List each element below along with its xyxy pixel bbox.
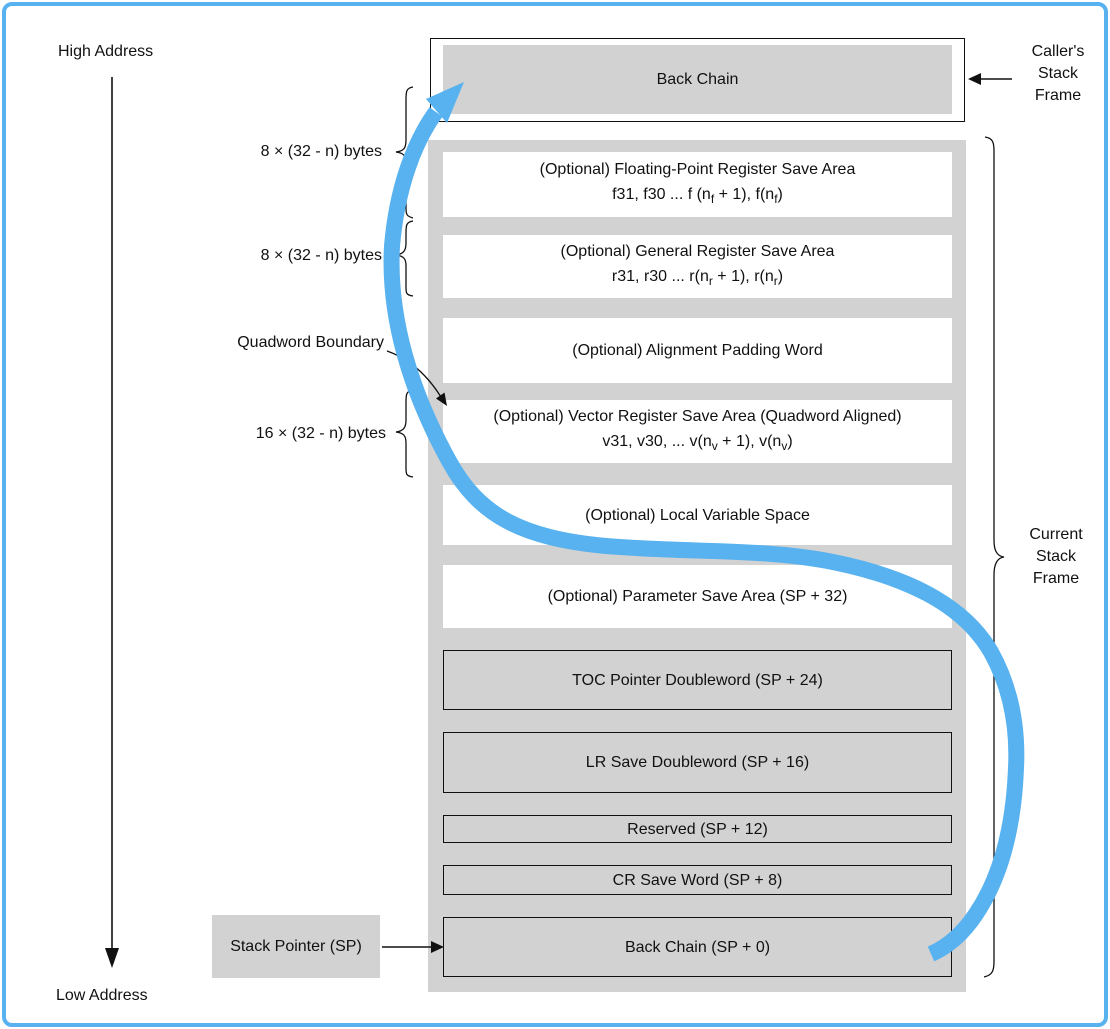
- vector-register-save-area-box: (Optional) Vector Register Save Area (Qu…: [443, 400, 952, 463]
- parameter-save-area-box: (Optional) Parameter Save Area (SP + 32): [443, 565, 952, 628]
- address-direction-arrow: [105, 77, 119, 968]
- current-frame-brace: [983, 136, 1005, 978]
- caller-back-chain-box: Back Chain: [430, 38, 965, 122]
- callers-frame-line: Frame: [1034, 87, 1082, 104]
- caller-back-chain-fill: Back Chain: [443, 45, 952, 114]
- callers-stack-frame-label: Caller's Stack Frame: [1008, 41, 1108, 107]
- quadword-boundary-label: Quadword Boundary: [237, 334, 384, 351]
- gr-size-brace: [395, 220, 414, 297]
- fp-size-brace: [395, 86, 414, 219]
- callers-frame-arrow: [968, 73, 1012, 85]
- lr-save-doubleword-box: LR Save Doubleword (SP + 16): [443, 732, 952, 793]
- current-stack-frame-label: Current Stack Frame: [1004, 524, 1108, 590]
- stack-pointer-label: Stack Pointer (SP): [230, 937, 362, 955]
- cr-save-word-title: CR Save Word (SP + 8): [612, 871, 783, 889]
- fp-save-area-size-label: 8 × (32 - n) bytes: [260, 143, 382, 160]
- callers-frame-line: Stack: [1037, 65, 1078, 82]
- current-frame-line: Current: [1029, 526, 1083, 543]
- general-register-list: r31, r30 ... r(nr + 1), r(nr): [611, 267, 784, 289]
- caller-back-chain-label: Back Chain: [656, 70, 739, 88]
- reserved-box: Reserved (SP + 12): [443, 815, 952, 843]
- high-address-label: High Address: [58, 43, 154, 60]
- toc-pointer-doubleword-box: TOC Pointer Doubleword (SP + 24): [443, 650, 952, 710]
- callers-frame-line: Caller's: [1031, 43, 1085, 60]
- reserved-title: Reserved (SP + 12): [627, 820, 768, 838]
- toc-pointer-doubleword-title: TOC Pointer Doubleword (SP + 24): [572, 671, 823, 689]
- local-variable-space-title: (Optional) Local Variable Space: [585, 506, 810, 524]
- alignment-padding-word-title: (Optional) Alignment Padding Word: [572, 342, 823, 359]
- vector-save-area-size-label: 16 × (32 - n) bytes: [255, 425, 386, 442]
- gr-save-area-size-label: 8 × (32 - n) bytes: [260, 247, 382, 264]
- alignment-padding-word-box: (Optional) Alignment Padding Word: [443, 318, 952, 383]
- fp-register-save-area-box: (Optional) Floating-Point Register Save …: [443, 152, 952, 217]
- current-frame-line: Frame: [1032, 570, 1080, 587]
- parameter-save-area-title: (Optional) Parameter Save Area (SP + 32): [547, 588, 848, 605]
- lr-save-doubleword-title: LR Save Doubleword (SP + 16): [585, 754, 810, 771]
- current-frame-line: Stack: [1035, 548, 1076, 565]
- stack-pointer-box: Stack Pointer (SP): [212, 915, 380, 978]
- back-chain-sp0-title: Back Chain (SP + 0): [624, 938, 771, 956]
- local-variable-space-box: (Optional) Local Variable Space: [443, 485, 952, 545]
- general-register-save-area-title: (Optional) General Register Save Area: [560, 242, 835, 260]
- fp-register-list: f31, f30 ... f (nf + 1), f(nf): [612, 185, 783, 207]
- back-chain-sp0-box: Back Chain (SP + 0): [443, 917, 952, 977]
- cr-save-word-box: CR Save Word (SP + 8): [443, 865, 952, 895]
- vector-size-brace: [395, 389, 414, 478]
- general-register-save-area-box: (Optional) General Register Save Area r3…: [443, 235, 952, 298]
- low-address-label: Low Address: [56, 987, 148, 1004]
- fp-register-save-area-title: (Optional) Floating-Point Register Save …: [539, 160, 856, 178]
- vector-register-list: v31, v30, ... v(nv + 1), v(nv): [602, 432, 793, 454]
- vector-register-save-area-title: (Optional) Vector Register Save Area (Qu…: [493, 407, 902, 425]
